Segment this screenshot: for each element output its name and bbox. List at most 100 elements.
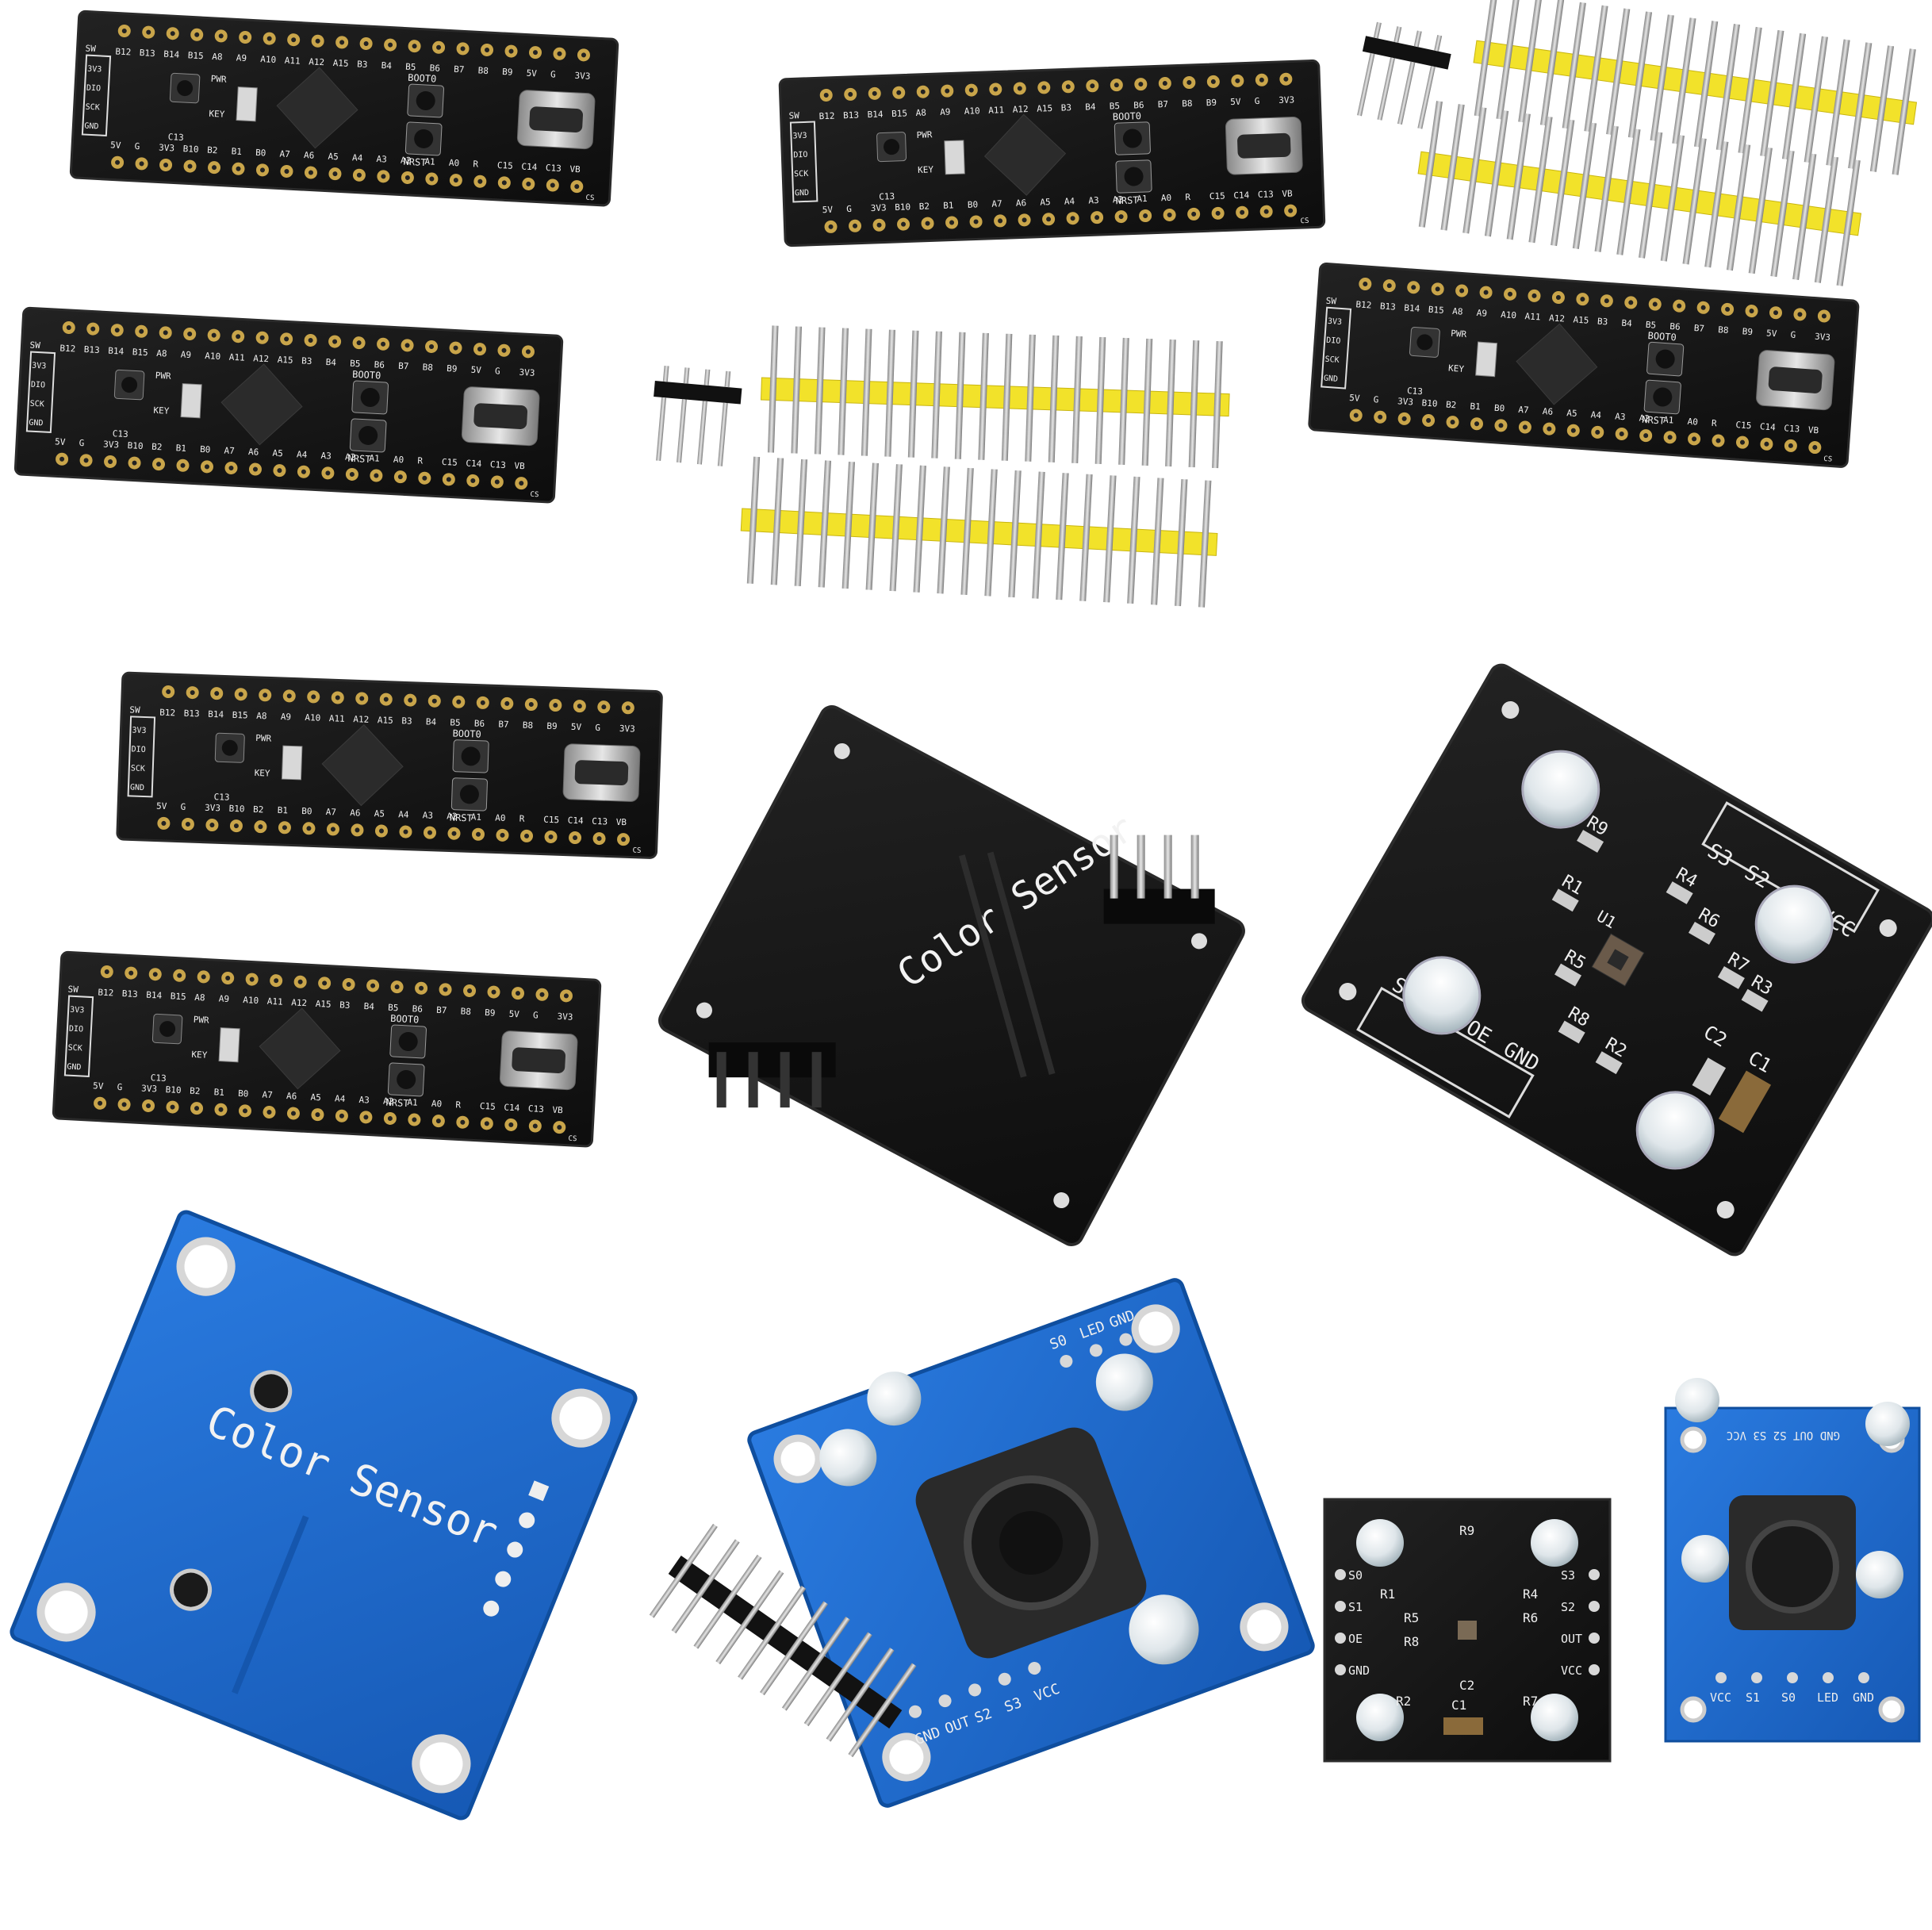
- pin-label-top: 3V3: [519, 367, 535, 378]
- pin-label-top: B13: [84, 344, 101, 355]
- pin-label-bottom: A3: [320, 451, 332, 462]
- pin-label-bottom: A4: [1590, 409, 1601, 420]
- pin-label-top: B9: [546, 721, 558, 731]
- pin-label-top: B15: [891, 108, 907, 119]
- header-pin: [1562, 2, 1586, 129]
- swd-pin-label: SCK: [131, 764, 145, 773]
- swd-pin-label: DIO: [31, 381, 46, 390]
- pin-label-bottom: A2: [1639, 413, 1650, 424]
- pin-label-bottom: A0: [393, 455, 404, 466]
- header-pin: [1141, 338, 1153, 466]
- resistor-pad: [1666, 881, 1693, 904]
- pin-label-bottom: 3V3: [159, 142, 175, 153]
- pin-label-bottom: R: [1712, 418, 1718, 428]
- pin-label-bottom: VB: [1282, 189, 1293, 199]
- pin-label-bottom: B1: [231, 146, 242, 157]
- pin-label-top: A12: [1549, 313, 1566, 324]
- small-blue-pin-label: S0: [1781, 1690, 1796, 1705]
- pin-label-top: A10: [260, 54, 277, 65]
- small-blue-pin-label: S1: [1746, 1690, 1760, 1705]
- header-pin: [1726, 144, 1751, 271]
- key-label: KEY: [1448, 363, 1465, 374]
- pin-label-bottom: 3V3: [871, 202, 887, 213]
- swd-pin-label: 3V3: [32, 362, 47, 371]
- pin-label-top: B9: [447, 363, 458, 374]
- swd-title: SW: [67, 984, 79, 995]
- swd-pin-label: 3V3: [70, 1006, 85, 1015]
- pin-label-bottom: A0: [495, 812, 506, 823]
- small-r6: R6: [1523, 1610, 1538, 1625]
- pin-label-bottom: C15: [442, 457, 458, 468]
- small-c2: C2: [1459, 1678, 1474, 1693]
- header-pin: [889, 464, 903, 592]
- header-pin: [1212, 340, 1223, 469]
- small-right-pin-label: S3: [1561, 1568, 1575, 1583]
- pin-label-bottom: A5: [310, 1092, 321, 1103]
- pin-label-top: G: [533, 1010, 539, 1020]
- small-left-pin-label: OE: [1348, 1632, 1363, 1646]
- swd-pin-label: GND: [29, 419, 44, 428]
- pin-label-bottom: B1: [1470, 401, 1481, 412]
- pin-label-bottom: A4: [297, 449, 308, 460]
- pin-label-bottom: A6: [350, 808, 361, 818]
- pin-label-top: A15: [1573, 314, 1589, 325]
- loose-pin: [781, 1616, 850, 1711]
- pin-label-top: 5V: [1230, 97, 1241, 107]
- pin-label-bottom: B0: [255, 148, 266, 159]
- header-pin: [1518, 0, 1543, 123]
- swd-title: SW: [29, 340, 40, 351]
- mcu-chip: [983, 113, 1067, 196]
- pin-label-top: B8: [477, 65, 489, 76]
- pin-label-bottom: A4: [398, 809, 409, 819]
- nrst-label: NRST: [1115, 194, 1138, 206]
- header-pin: [1738, 26, 1762, 154]
- swd-pin-label: GND: [84, 122, 99, 132]
- pin-label-top: A11: [266, 996, 283, 1007]
- pin-label-bottom: A2: [447, 811, 458, 821]
- small-blue-top-label: GND OUT S2 S3 VCC: [1727, 1429, 1840, 1441]
- pin-label-top: A15: [1037, 103, 1052, 114]
- small-r9: R9: [1459, 1523, 1474, 1538]
- blue-led-2: [1095, 1353, 1153, 1411]
- mcu-chip: [1516, 323, 1598, 405]
- pin-label-top: B12: [98, 987, 114, 998]
- pin-label-top: B15: [1428, 305, 1444, 316]
- loose-pin: [693, 1554, 762, 1649]
- pin-label-top: A9: [180, 349, 191, 360]
- header-pin: [1418, 101, 1443, 228]
- header-pin: [794, 459, 808, 587]
- pin-label-bottom: R: [417, 455, 424, 466]
- led-label: C13: [113, 428, 129, 439]
- pin-label-bottom: A1: [471, 812, 482, 822]
- resistor-pad: [1717, 966, 1745, 989]
- pin-label-top: A15: [378, 715, 393, 726]
- pin-label-bottom: VB: [1807, 424, 1819, 435]
- pin-label-bottom: R: [455, 1099, 462, 1110]
- pin-label-top: A9: [1476, 308, 1487, 319]
- header-pin: [1682, 137, 1707, 265]
- pin-label-top: G: [1790, 330, 1796, 340]
- cs-label: CS: [1823, 455, 1833, 464]
- header-pin: [1584, 5, 1608, 132]
- small-r2: R2: [1396, 1694, 1411, 1709]
- loose-pin-header: [649, 1523, 917, 1758]
- pin-label-bottom: 5V: [1349, 393, 1360, 404]
- cs-label: CS: [1300, 217, 1309, 225]
- swd-pin-label: SCK: [85, 103, 100, 113]
- pin-label-bottom: A4: [352, 152, 363, 163]
- pin-label-bottom: C14: [504, 1102, 520, 1113]
- header-pin: [1704, 140, 1729, 268]
- pin-label-top: B12: [115, 46, 132, 57]
- crystal: [281, 745, 303, 781]
- header-pin: [767, 325, 779, 453]
- blue-led-3: [1129, 1594, 1199, 1665]
- pin-label-bottom: B10: [165, 1084, 182, 1095]
- nrst-label: NRST: [450, 812, 473, 823]
- header-pin: [1627, 11, 1653, 139]
- pin-label-bottom: VB: [514, 461, 525, 472]
